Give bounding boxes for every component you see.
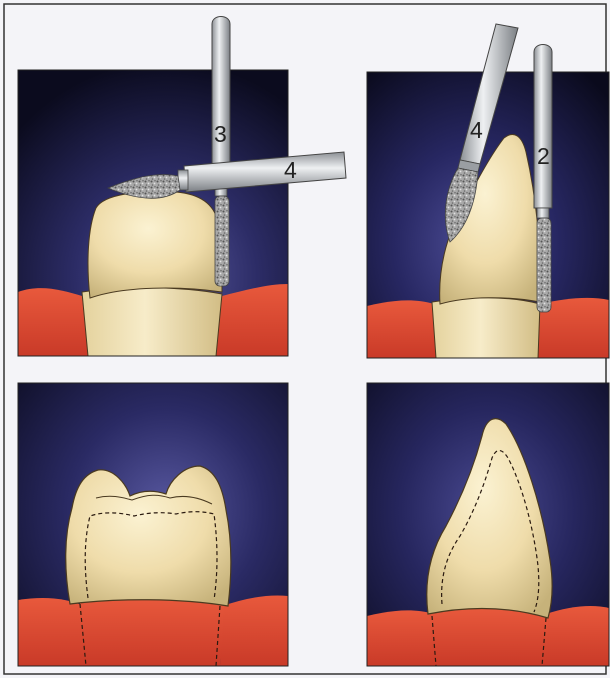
gingiva [544, 606, 609, 666]
tooth-root [82, 288, 222, 356]
gingiva [220, 595, 288, 666]
instrument-label: 2 [537, 143, 550, 169]
panel-bottom-right [367, 383, 609, 666]
molar-crown [88, 192, 222, 298]
tooth-root [432, 298, 540, 358]
gingiva [80, 598, 224, 666]
gingiva [216, 284, 288, 356]
gingiva [18, 288, 88, 356]
instrument-label: 4 [470, 117, 483, 143]
cylindrical-diamond-bur-icon [212, 17, 230, 287]
panel-top-right: 4 2 [367, 24, 609, 358]
gingiva [430, 608, 548, 666]
panel-bottom-left [18, 383, 288, 666]
gingiva [367, 300, 436, 358]
gingiva [367, 610, 434, 666]
instrument-label: 4 [284, 157, 297, 183]
gingiva [18, 598, 84, 666]
instrument-label: 3 [214, 121, 227, 147]
cylindrical-diamond-bur-icon [534, 45, 552, 313]
